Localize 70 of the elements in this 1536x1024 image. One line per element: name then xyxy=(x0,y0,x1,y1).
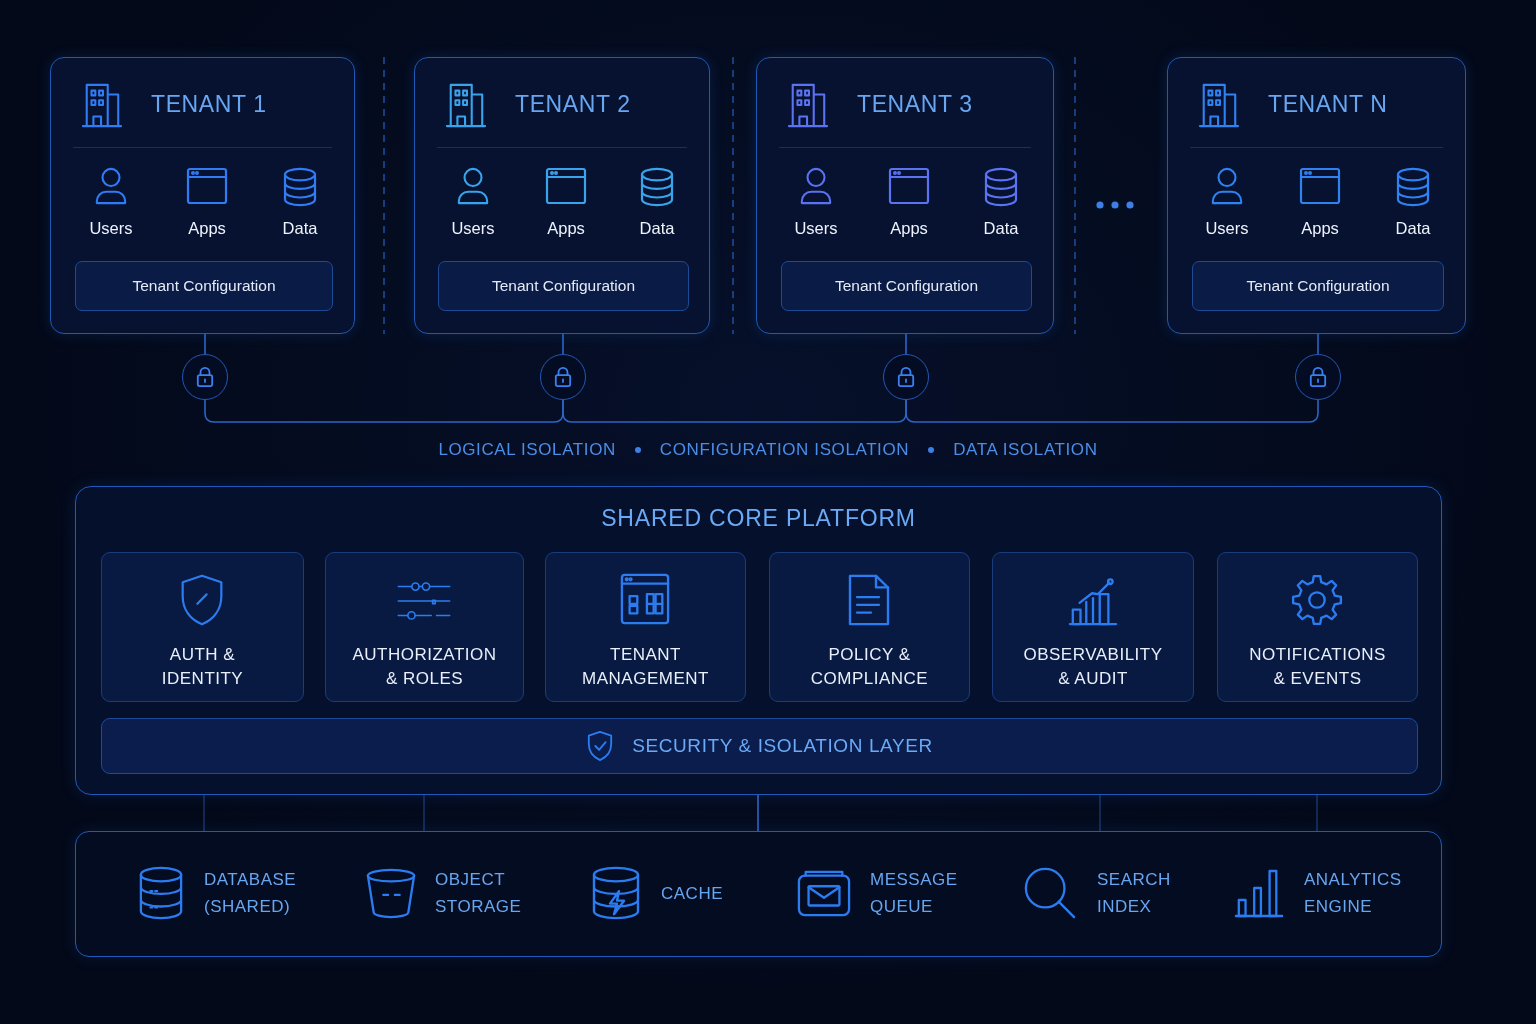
config-label: Tenant Configuration xyxy=(1246,277,1390,295)
service-label: OBJECT STORAGE xyxy=(435,869,523,918)
connector-line xyxy=(905,399,1319,423)
platform-panel xyxy=(75,486,1442,795)
connector-line xyxy=(204,333,206,355)
resource-label: Data xyxy=(1395,218,1431,238)
card-title: TENANT 1 xyxy=(151,90,267,118)
connector-line xyxy=(757,794,759,832)
connector-line xyxy=(203,794,205,832)
connector-line xyxy=(905,333,907,355)
connector-line xyxy=(1316,794,1318,832)
resource-label: Users xyxy=(89,218,133,238)
module-label: POLICY & COMPLIANCE xyxy=(809,644,930,690)
service-label: ANALYTICS ENGINE xyxy=(1304,869,1403,918)
lock-circle xyxy=(540,354,586,400)
resource-label: Users xyxy=(1205,218,1249,238)
module-card xyxy=(545,552,746,702)
module-label: AUTH & IDENTITY xyxy=(160,644,245,690)
resource-label: Apps xyxy=(890,218,928,238)
resource-label: Users xyxy=(451,218,495,238)
config-bar xyxy=(438,261,689,311)
service-label: CACHE xyxy=(661,882,723,905)
config-bar xyxy=(1192,261,1444,311)
resource-label: Apps xyxy=(1301,218,1339,238)
config-label: Tenant Configuration xyxy=(834,277,978,295)
config-bar xyxy=(75,261,333,311)
service-label: DATABASE (SHARED) xyxy=(204,869,298,918)
lock-circle xyxy=(883,354,929,400)
layer-label: SECURITY & ISOLATION LAYER xyxy=(632,735,933,757)
config-label: Tenant Configuration xyxy=(491,277,635,295)
section-title: SHARED CORE PLATFORM xyxy=(601,504,916,532)
connector-line xyxy=(562,399,907,423)
tenant-card xyxy=(1167,57,1466,334)
module-label: NOTIFICATIONS & EVENTS xyxy=(1248,644,1387,690)
module-card xyxy=(769,552,970,702)
isolation-label: CONFIGURATION ISOLATION xyxy=(659,439,910,461)
resource-label: Data xyxy=(282,218,318,238)
resource-label: Data xyxy=(983,218,1019,238)
module-label: OBSERVABILITY & AUDIT xyxy=(1022,644,1164,690)
resource-label: Apps xyxy=(547,218,585,238)
tenant-card xyxy=(50,57,355,334)
module-label: AUTHORIZATION & ROLES xyxy=(351,644,498,690)
connector-line xyxy=(204,399,564,423)
tenant-card xyxy=(414,57,710,334)
isolation-label: LOGICAL ISOLATION xyxy=(438,439,616,461)
card-title: TENANT 2 xyxy=(515,90,631,118)
service-label: SEARCH INDEX xyxy=(1097,869,1172,918)
module-card xyxy=(992,552,1194,702)
security-layer-bar xyxy=(101,718,1418,774)
connector-line xyxy=(423,794,425,832)
resource-label: Apps xyxy=(188,218,226,238)
isolation-label: DATA ISOLATION xyxy=(953,439,1098,461)
module-card xyxy=(325,552,524,702)
config-bar xyxy=(781,261,1032,311)
connector-line xyxy=(1317,333,1319,355)
config-label: Tenant Configuration xyxy=(132,277,276,295)
connector-line xyxy=(562,333,564,355)
service-label: MESSAGE QUEUE xyxy=(870,869,959,918)
module-card xyxy=(101,552,304,702)
resource-label: Users xyxy=(794,218,838,238)
card-title: TENANT 3 xyxy=(857,90,973,118)
resource-label: Data xyxy=(639,218,675,238)
module-card xyxy=(1217,552,1418,702)
services-panel xyxy=(75,831,1442,957)
tenant-card xyxy=(756,57,1054,334)
module-label: TENANT MANAGEMENT xyxy=(581,644,710,690)
card-title: TENANT N xyxy=(1268,90,1388,118)
lock-circle xyxy=(182,354,228,400)
connector-line xyxy=(1099,794,1101,832)
lock-circle xyxy=(1295,354,1341,400)
